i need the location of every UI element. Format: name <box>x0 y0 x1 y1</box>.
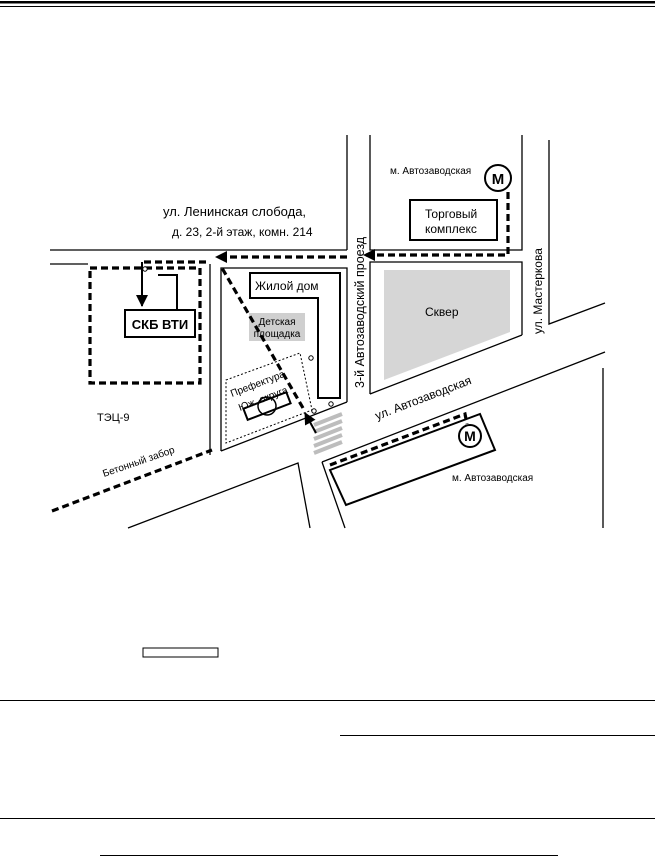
top-thick-rule <box>0 1 655 4</box>
residential-building <box>249 272 341 399</box>
square-label: Сквер <box>425 305 459 319</box>
block-square-outline <box>369 261 523 395</box>
blank-field-box <box>142 647 219 658</box>
street-line-cross-down <box>321 461 346 529</box>
bottom-line <box>100 855 558 856</box>
divider-rule-1 <box>0 700 655 701</box>
street-label-proezd: 3-й Автозаводский проезд <box>353 236 367 388</box>
metro-top-icon <box>484 164 512 192</box>
street-line-avtozavodskaya-upper <box>220 401 348 452</box>
playground-label-line-2: площадка <box>254 329 301 340</box>
metro-top-label: м. Автозаводская <box>390 166 471 177</box>
prefecture-building <box>242 390 292 422</box>
playground-area <box>249 313 305 341</box>
gate-marker <box>311 408 317 414</box>
prefecture-circle <box>257 396 277 416</box>
block-mall-outline <box>369 135 523 251</box>
route-crosswalk-arrow <box>304 412 317 434</box>
street-line-avtozavodskaya-lower <box>321 351 606 463</box>
divider-rule-2 <box>0 818 655 819</box>
location-map: М М СКБ ВТИ ул. Ленинская слобод <box>50 135 606 529</box>
metro-bottom-icon <box>458 424 482 448</box>
tec-label: ТЭЦ-9 <box>97 412 130 424</box>
route-from-metro-top <box>363 192 510 261</box>
crosswalk-stripe <box>313 426 343 441</box>
metro-bottom-symbol: М <box>464 428 476 444</box>
street-label-masterkova: ул. Мастеркова <box>531 248 545 334</box>
mall-label-line-1: Торговый <box>425 207 477 221</box>
metro-bottom-label: м. Автозаводская <box>452 473 533 484</box>
gate-marker <box>328 401 334 407</box>
route-diagonal <box>220 267 305 409</box>
office-access-line <box>158 274 178 310</box>
concrete-fence-line <box>51 448 213 513</box>
crosswalk-stripe <box>313 440 343 455</box>
gate-marker <box>142 266 148 272</box>
crosswalk <box>313 412 343 455</box>
mall-building <box>409 199 498 241</box>
metro-bottom-building <box>328 412 497 507</box>
metro-top-symbol: М <box>492 171 505 188</box>
street-line-masterkova-right <box>548 140 606 325</box>
fence-label: Бетонный забор <box>101 444 177 480</box>
office-building <box>124 309 196 338</box>
gate-marker <box>308 355 314 361</box>
prefecture-symbol <box>242 390 292 422</box>
playground-label-line-1: Детская <box>258 317 295 328</box>
address-line-1: ул. Ленинская слобода, <box>163 204 306 219</box>
block-residential-outline <box>220 267 348 451</box>
office-label: СКБ ВТИ <box>132 317 188 332</box>
block-lower-left-outline <box>127 462 311 529</box>
square-area <box>384 270 510 380</box>
route-from-metro-bottom <box>329 411 469 467</box>
address-line-2: д. 23, 2-й этаж, комн. 214 <box>172 225 313 239</box>
mall-label-line-2: комплекс <box>425 222 477 236</box>
residential-label: Жилой дом <box>255 279 319 293</box>
crosswalk-stripe <box>313 419 343 434</box>
signature-line <box>340 735 655 736</box>
crosswalk-stripe <box>313 433 343 448</box>
crosswalk-stripe <box>313 412 343 427</box>
top-thin-rule <box>0 6 655 7</box>
